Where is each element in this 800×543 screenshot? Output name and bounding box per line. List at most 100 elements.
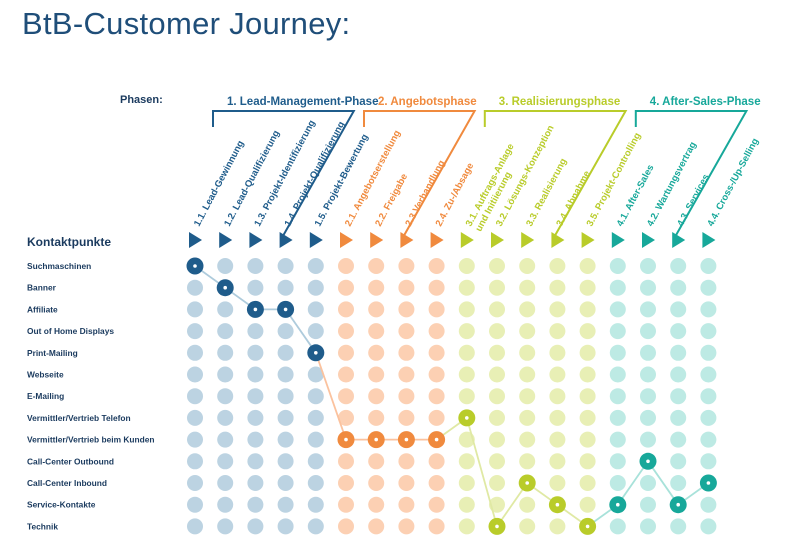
grid-dot — [428, 518, 445, 535]
grid-dot — [247, 475, 264, 491]
grid-dot — [398, 279, 415, 296]
grid-dot — [579, 431, 596, 448]
grid-dot — [640, 431, 656, 448]
grid-dot — [609, 431, 626, 448]
journey-point-center — [223, 285, 227, 290]
phase-label: 1. Lead-Management-Phase — [227, 96, 378, 108]
grid-dot — [458, 496, 475, 513]
grid-dot — [700, 301, 717, 318]
grid-dot — [428, 475, 445, 491]
stage-label-line: 1.4. Projekt-Qualifizierung — [283, 120, 348, 229]
grid-dot — [489, 323, 505, 340]
journey-line — [647, 460, 679, 506]
touchpoint-label: Affiliate — [27, 304, 58, 314]
grid-dot — [338, 518, 354, 535]
journey-point-center — [283, 307, 288, 312]
grid-dot — [489, 453, 505, 470]
stage-marker — [491, 232, 504, 248]
grid-dot — [307, 279, 324, 296]
grid-dot — [640, 258, 656, 274]
stage-marker — [702, 232, 716, 248]
phase-bracket — [483, 110, 628, 239]
grid-dot — [458, 344, 475, 361]
grid-dot — [187, 366, 203, 383]
journey-line — [496, 482, 528, 527]
journey-point-center — [706, 481, 711, 485]
grid-dot — [640, 475, 656, 491]
grid-dot — [549, 453, 566, 470]
journey-point-center — [646, 459, 650, 464]
grid-dot — [307, 496, 324, 513]
grid-dot — [519, 344, 536, 361]
touchpoint-label: Call-Center Outbound — [27, 456, 114, 466]
grid-dot — [247, 496, 264, 513]
stage-marker — [551, 232, 565, 248]
grid-dot — [549, 409, 566, 426]
grid-dot — [187, 475, 203, 491]
grid-dot — [277, 366, 294, 383]
grid-dot — [217, 366, 234, 383]
stage-label: 2.1. Angebotserstellung — [343, 128, 403, 228]
grid-dot — [217, 453, 234, 470]
grid-dot — [579, 496, 596, 513]
grid-dot — [277, 323, 294, 340]
grid-dot — [519, 518, 536, 535]
grid-dot — [489, 366, 505, 383]
grid-dot — [609, 323, 626, 340]
grid-dot — [187, 431, 203, 448]
grid-dot — [700, 258, 717, 274]
journey-point-center — [495, 524, 499, 529]
grid-dot — [187, 496, 203, 513]
grid-dot — [398, 496, 415, 513]
stage-marker — [521, 232, 535, 248]
grid-dot — [670, 366, 687, 383]
grid-dot — [700, 431, 717, 448]
phase-bracket — [212, 110, 356, 239]
grid-dot — [307, 409, 324, 426]
touchpoint-label: Banner — [27, 283, 57, 293]
grid-dot — [609, 388, 626, 405]
grid-dot — [579, 475, 596, 491]
grid-dot — [670, 301, 687, 318]
grid-dot — [307, 301, 324, 318]
grid-dot — [519, 409, 536, 426]
journey-point-center — [465, 416, 469, 420]
grid-dot — [338, 366, 354, 383]
grid-dot — [217, 475, 234, 491]
grid-dot — [398, 258, 415, 274]
grid-dot — [277, 453, 294, 470]
grid-dot — [609, 475, 626, 491]
grid-dot — [489, 258, 505, 274]
stage-label: 1.5. Projekt-Bewertung — [313, 132, 371, 228]
grid-dot — [549, 323, 566, 340]
grid-dot — [277, 496, 294, 513]
grid-dot — [549, 431, 566, 448]
stage-marker — [430, 232, 444, 248]
journey-point-center — [525, 481, 529, 485]
grid-dot — [640, 366, 656, 383]
grid-dot — [640, 279, 656, 296]
stage-label: 1.2. Lead-Qualifizierung — [222, 128, 282, 228]
grid-dot — [640, 388, 656, 405]
grid-dot — [609, 279, 626, 296]
grid-dot — [549, 388, 566, 405]
journey-line — [617, 460, 649, 506]
grid-dot — [428, 323, 445, 340]
grid-dot — [247, 453, 264, 470]
grid-dot — [609, 366, 626, 383]
stage-marker — [400, 232, 414, 248]
grid-dot — [670, 453, 687, 470]
grid-dot — [277, 258, 294, 274]
grid-dot — [217, 258, 234, 274]
grid-dot — [368, 323, 385, 340]
phase-label: 4. After-Sales-Phase — [650, 96, 761, 108]
phase-bracket — [634, 110, 749, 239]
grid-dot — [398, 453, 415, 470]
grid-dot — [277, 409, 294, 426]
grid-dot — [519, 323, 536, 340]
touchpoint-label: E-Mailing — [27, 391, 64, 401]
grid-dot — [519, 366, 536, 383]
grid-dot — [247, 279, 264, 296]
grid-dot — [700, 323, 717, 340]
grid-dot — [670, 323, 687, 340]
